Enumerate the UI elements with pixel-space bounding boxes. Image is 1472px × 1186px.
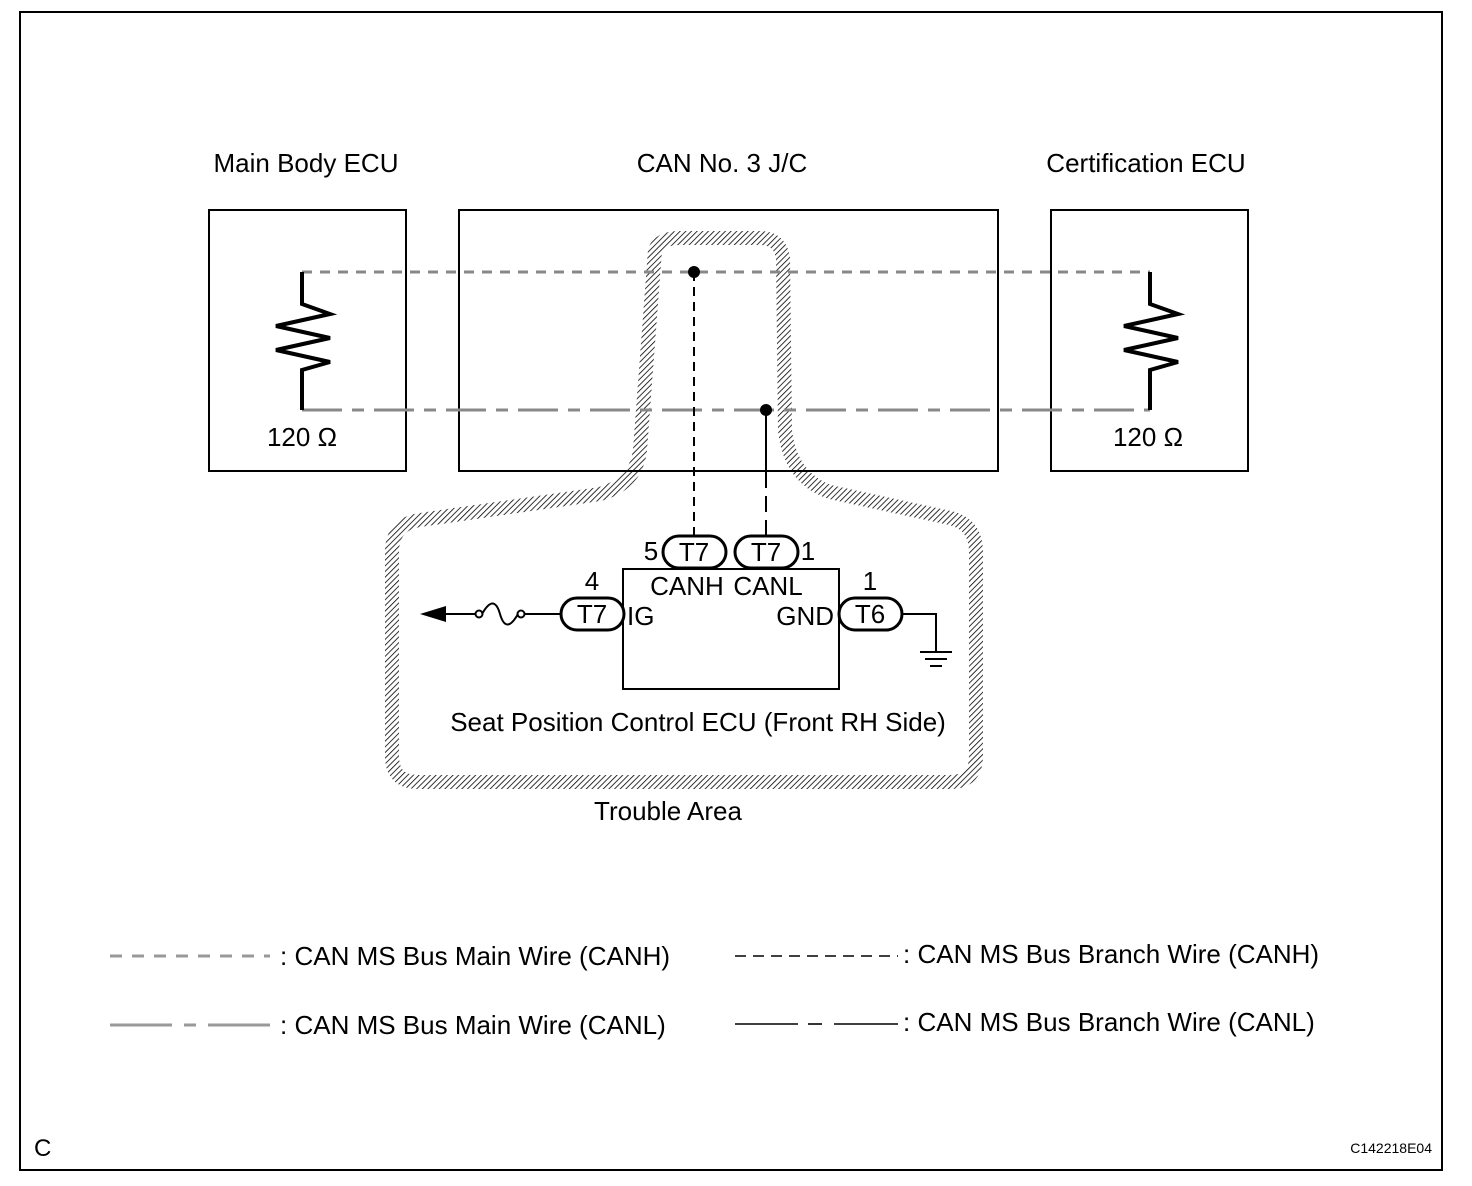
can-junction-label: CAN No. 3 J/C: [637, 148, 808, 178]
pin-canh-number: 5: [644, 536, 658, 566]
page-frame: [19, 11, 1443, 1171]
certification-ecu-box: [1050, 209, 1249, 472]
can-junction-box: [458, 209, 999, 472]
resistor-right-icon: [1123, 272, 1186, 410]
terminal-canh-label: CANH: [650, 571, 724, 601]
legend-main-canh-label: : CAN MS Bus Main Wire (CANH): [280, 941, 670, 971]
connector-t7-canh: [661, 534, 728, 570]
trouble-area-outline: [385, 231, 983, 789]
corner-letter: C: [34, 1135, 51, 1162]
terminal-ig-label: IG: [627, 601, 654, 631]
legend-branch-canh-label: : CAN MS Bus Branch Wire (CANH): [903, 939, 1319, 969]
certification-ecu-label: Certification ECU: [1046, 148, 1245, 178]
connector-t7-canl: [733, 534, 800, 570]
pin-gnd-number: 1: [863, 566, 877, 596]
terminal-canl-label: CANL: [733, 571, 802, 601]
resistor-left-value: 120 Ω: [267, 422, 337, 452]
resistor-left-icon: [275, 272, 338, 410]
connector-ig-id: T7: [577, 599, 607, 629]
legend-branch-canl-label: : CAN MS Bus Branch Wire (CANL): [903, 1007, 1315, 1037]
main-body-ecu-box: [208, 209, 407, 472]
connector-gnd-id: T6: [855, 599, 885, 629]
terminal-gnd-label: GND: [776, 601, 834, 631]
seat-position-ecu-box: [622, 568, 840, 690]
resistor-right-value: 120 Ω: [1113, 422, 1183, 452]
pin-canl-number: 1: [801, 536, 815, 566]
connector-canh-id: T7: [679, 537, 709, 567]
seat-ecu-label: Seat Position Control ECU (Front RH Side…: [450, 707, 946, 737]
legend-main-canl-label: : CAN MS Bus Main Wire (CANL): [280, 1010, 666, 1040]
ig-power-arrow-icon: [420, 606, 476, 622]
pin-ig-number: 4: [585, 566, 599, 596]
fuse-icon: [474, 602, 561, 626]
main-body-ecu-label: Main Body ECU: [214, 148, 399, 178]
trouble-area-label: Trouble Area: [594, 796, 742, 826]
ground-icon: [902, 613, 952, 667]
figure-code: C142218E04: [1350, 1140, 1432, 1156]
connector-canl-id: T7: [751, 537, 781, 567]
